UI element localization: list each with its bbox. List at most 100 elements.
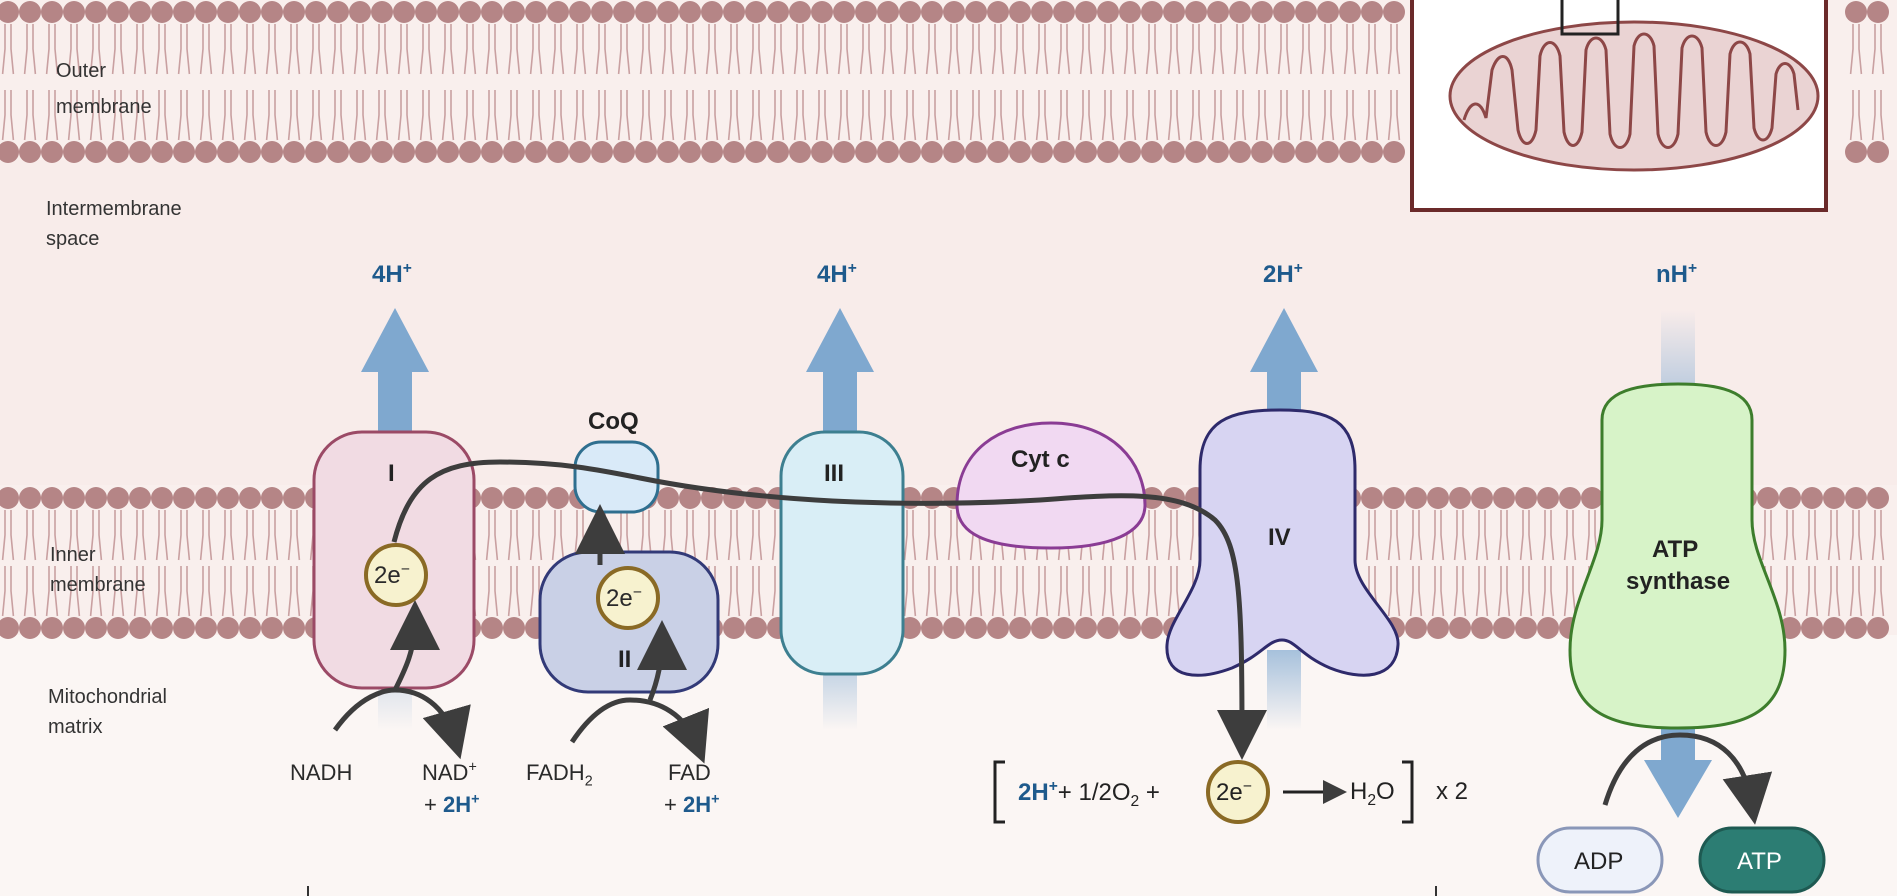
lipid-tail [837, 24, 842, 75]
lipid-tail [859, 24, 864, 75]
lipid-head [1229, 141, 1251, 163]
lipid-head [1339, 141, 1361, 163]
lipid-head [1383, 141, 1405, 163]
lipid-tail [1374, 90, 1379, 141]
lipid-tail [76, 566, 81, 617]
lipid-head [855, 141, 877, 163]
lipid-tail [956, 90, 961, 141]
lipid-tail [1374, 24, 1379, 75]
electron-label-complex-ii-sup: − [632, 584, 642, 601]
lipid-tail [494, 566, 499, 617]
fad-protons-value: 2H [682, 792, 712, 817]
lipid-head [503, 141, 525, 163]
lipid-head [525, 487, 547, 509]
proton-label-complex-i-sup: + [402, 260, 412, 277]
lipid-tail [604, 90, 609, 141]
lipid-tail [1123, 566, 1128, 617]
lipid-head [349, 1, 371, 23]
adp-pill [1536, 826, 1664, 894]
atp-label: ATP [1737, 848, 1782, 875]
equation-bracket-right [1402, 760, 1414, 824]
lipid-tail [1871, 24, 1876, 75]
lipid-tail [54, 90, 59, 141]
lipid-tail [1475, 510, 1480, 561]
lipid-tail [595, 90, 600, 141]
lipid-tail [956, 24, 961, 75]
lipid-tail [560, 510, 565, 561]
equation-water-h: H [1350, 778, 1368, 805]
lipid-tail [1022, 24, 1027, 75]
lipid-head [41, 617, 63, 639]
lipid-tail [1044, 566, 1049, 617]
lipid-tail [1145, 510, 1150, 561]
lipid-head [811, 1, 833, 23]
lipid-head [723, 141, 745, 163]
lipid-head [85, 617, 107, 639]
lipid-head [173, 141, 195, 163]
proton-label-atp-synthase-text: nH [1656, 261, 1688, 288]
lipid-tail [1462, 566, 1467, 617]
lipid-head [1009, 617, 1031, 639]
lipid-tail [670, 24, 675, 75]
lipid-tail [925, 24, 930, 75]
lipid-tail [186, 24, 191, 75]
lipid-head [1273, 141, 1295, 163]
lipid-tail [142, 566, 147, 617]
lipid-head [283, 141, 305, 163]
lipid-tail [1110, 90, 1115, 141]
lipid-tail [1519, 566, 1524, 617]
lipid-tail [846, 90, 851, 141]
lipid-head [151, 487, 173, 509]
lipid-tail [551, 90, 556, 141]
proton-label-complex-iv-text: 2H [1263, 261, 1294, 288]
lipid-tail [1299, 90, 1304, 141]
lipid-tail [111, 90, 116, 141]
electron-path-arrow [391, 459, 1267, 760]
lipid-tail [230, 566, 235, 617]
lipid-tail [375, 24, 380, 75]
lipid-tail [1849, 24, 1854, 75]
lipid-head [85, 1, 107, 23]
lipid-tail [98, 566, 103, 617]
lipid-tail [67, 24, 72, 75]
lipid-tail [1792, 510, 1797, 561]
lipid-tail [120, 566, 125, 617]
lipid-tail [516, 90, 521, 141]
lipid-head [1823, 617, 1845, 639]
lipid-head [1471, 617, 1493, 639]
lipid-head [239, 1, 261, 23]
lipid-head [63, 1, 85, 23]
lipid-tail [934, 566, 939, 617]
lipid-tail [54, 24, 59, 75]
lipid-head [547, 487, 569, 509]
lipid-tail [98, 90, 103, 141]
lipid-tail [274, 24, 279, 75]
lipid-tail [1079, 24, 1084, 75]
lipid-head [63, 141, 85, 163]
lipid-head [305, 1, 327, 23]
lipid-head [1141, 617, 1163, 639]
fadh2-up-arrow [636, 620, 687, 701]
lipid-tail [1387, 90, 1392, 141]
lipid-tail [969, 90, 974, 141]
lipid-tail [164, 510, 169, 561]
lipid-tail [978, 90, 983, 141]
lipid-tail [1871, 510, 1876, 561]
lipid-head [19, 487, 41, 509]
lipid-tail [837, 90, 842, 141]
lipid-head [371, 1, 393, 23]
lipid-tail [1154, 510, 1159, 561]
lipid-head [0, 617, 19, 639]
lipid-tail [846, 24, 851, 75]
lipid-tail [1484, 510, 1489, 561]
lipid-tail [1836, 510, 1841, 561]
lipid-tail [1255, 90, 1260, 141]
lipid-tail [265, 90, 270, 141]
lipid-tail [727, 510, 732, 561]
lipid-head [1097, 1, 1119, 23]
lipid-head [1361, 141, 1383, 163]
lipid-tail [947, 24, 952, 75]
lipid-tail [1035, 566, 1040, 617]
lipid-tail [1145, 24, 1150, 75]
lipid-head [1141, 1, 1163, 23]
